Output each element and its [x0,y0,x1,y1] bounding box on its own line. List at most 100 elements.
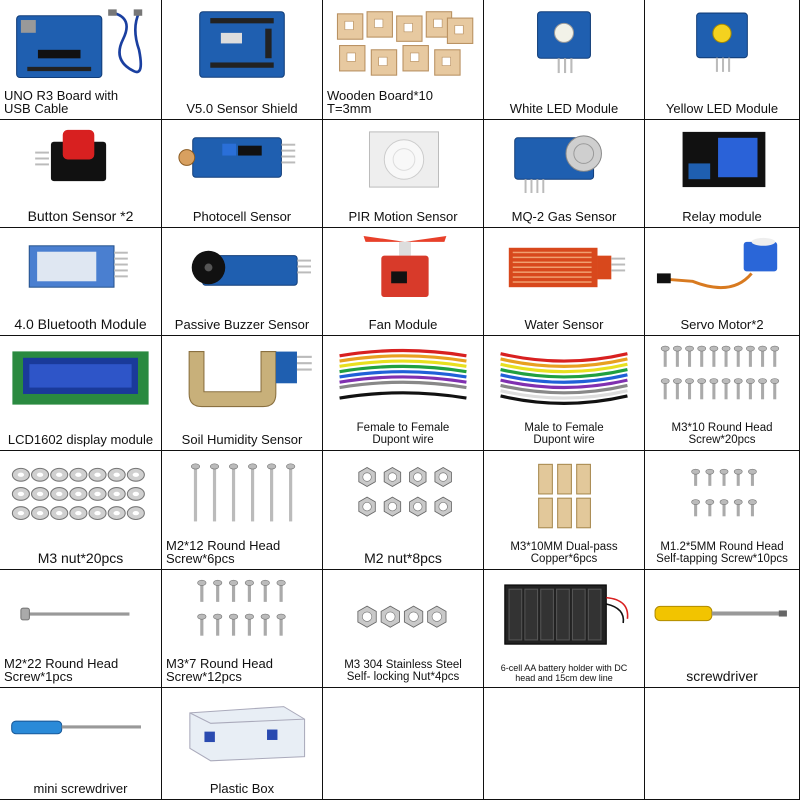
product-label: M2 nut*8pcs [364,550,442,566]
product-cell-ff-wire: Female to Female Dupont wire [323,336,484,451]
product-cell-servo: Servo Motor*2 [645,228,800,336]
product-cell-sensor-shield: V5.0 Sensor Shield [162,0,323,120]
product-label: M3 304 Stainless Steel Self- locking Nut… [344,659,462,683]
mf-wire-icon [490,340,638,416]
gas-sensor-icon [490,124,638,193]
product-label: UNO R3 Board with USB Cable [4,88,119,116]
empty-cell [323,688,484,800]
screwdriver-icon [651,574,793,653]
product-label: White LED Module [509,101,619,116]
mini-screwdriver-icon [6,692,155,765]
button-sensor-icon [6,124,155,193]
product-cell-bluetooth-module: 4.0 Bluetooth Module [0,228,162,336]
product-cell-m2-long-screw: M2*22 Round Head Screw*1pcs [0,570,162,688]
ff-wire-icon [329,340,477,416]
product-cell-fan-module: Fan Module [323,228,484,336]
product-cell-soil-sensor: Soil Humidity Sensor [162,336,323,451]
wooden-board-icon [329,4,477,85]
soil-sensor-icon [168,340,316,416]
product-label: Passive Buzzer Sensor [174,317,310,332]
product-cell-relay: Relay module [645,120,800,228]
pir-sensor-icon [329,124,477,193]
product-label: PIR Motion Sensor [348,209,458,224]
product-cell-lock-nut: M3 304 Stainless Steel Self- locking Nut… [323,570,484,688]
product-label: Photocell Sensor [192,209,292,224]
product-label: Button Sensor *2 [27,208,134,224]
m2-screw-icon [168,455,316,535]
product-cell-buzzer: Passive Buzzer Sensor [162,228,323,336]
sensor-shield-icon [168,4,316,85]
tapping-screw-icon [651,455,793,535]
buzzer-icon [168,232,316,301]
fan-module-icon [329,232,477,301]
product-label: Servo Motor*2 [680,317,764,332]
empty-cell [645,688,800,800]
uno-board-icon [6,4,155,85]
product-label: 4.0 Bluetooth Module [14,316,147,332]
product-cell-screwdriver: screwdriver [645,570,800,688]
photocell-icon [168,124,316,193]
product-label: MQ-2 Gas Sensor [511,209,617,224]
yellow-led-icon [651,4,793,85]
product-label: M3*10MM Dual-pass Copper*6pcs [510,541,618,565]
product-label: M2*22 Round Head Screw*1pcs [4,656,119,684]
product-cell-m3-screw: M3*10 Round Head Screw*20pcs [645,336,800,451]
product-label: Relay module [682,209,762,224]
empty-cell [484,688,645,800]
product-label: M3*10 Round Head Screw*20pcs [671,422,773,446]
product-cell-copper-pillar: M3*10MM Dual-pass Copper*6pcs [484,451,645,570]
product-cell-mf-wire: Male to Female Dupont wire [484,336,645,451]
m3-short-screw-icon [168,574,316,653]
product-cell-white-led: White LED Module [484,0,645,120]
product-cell-gas-sensor: MQ-2 Gas Sensor [484,120,645,228]
product-cell-m2-screw: M2*12 Round Head Screw*6pcs [162,451,323,570]
product-label: Female to Female Dupont wire [356,422,450,446]
product-cell-battery-holder: 6-cell AA battery holder with DC head an… [484,570,645,688]
product-label: LCD1602 display module [7,432,154,447]
product-label: Yellow LED Module [665,101,779,116]
product-cell-pir-sensor: PIR Motion Sensor [323,120,484,228]
product-cell-uno-board: UNO R3 Board with USB Cable [0,0,162,120]
battery-holder-icon [490,574,638,653]
product-cell-photocell: Photocell Sensor [162,120,323,228]
bluetooth-module-icon [6,232,155,301]
product-label: Soil Humidity Sensor [181,432,303,447]
product-cell-m3-nut: M3 nut*20pcs [0,451,162,570]
lcd-icon [6,340,155,416]
m2-long-screw-icon [6,574,155,653]
product-label: Male to Female Dupont wire [524,422,604,446]
product-label: 6-cell AA battery holder with DC head an… [500,663,628,683]
product-label: Fan Module [368,317,438,332]
product-label: M2*12 Round Head Screw*6pcs [166,538,281,566]
product-cell-m3-short-screw: M3*7 Round Head Screw*12pcs [162,570,323,688]
product-label: M3 nut*20pcs [37,550,124,566]
product-label: M1.2*5MM Round Head Self-tapping Screw*1… [656,541,788,565]
product-cell-m2-nut: M2 nut*8pcs [323,451,484,570]
product-cell-yellow-led: Yellow LED Module [645,0,800,120]
product-label: screwdriver [686,668,758,684]
product-label: Water Sensor [524,317,604,332]
product-cell-mini-screwdriver: mini screwdriver [0,688,162,800]
water-sensor-icon [490,232,638,301]
product-cell-button-sensor: Button Sensor *2 [0,120,162,228]
product-cell-tapping-screw: M1.2*5MM Round Head Self-tapping Screw*1… [645,451,800,570]
lock-nut-icon [329,574,477,653]
product-cell-lcd: LCD1602 display module [0,336,162,451]
plastic-box-icon [168,692,316,765]
relay-icon [651,124,793,193]
product-label: Wooden Board*10 T=3mm [327,88,434,116]
product-label: Plastic Box [209,781,275,796]
white-led-icon [490,4,638,85]
product-label: M3*7 Round Head Screw*12pcs [166,656,273,684]
m3-nut-icon [6,455,155,535]
m2-nut-icon [329,455,477,535]
product-cell-water-sensor: Water Sensor [484,228,645,336]
copper-pillar-icon [490,455,638,535]
product-label: V5.0 Sensor Shield [186,101,298,116]
product-cell-plastic-box: Plastic Box [162,688,323,800]
m3-screw-icon [651,340,793,416]
servo-icon [651,232,793,301]
product-cell-wooden-board: Wooden Board*10 T=3mm [323,0,484,120]
product-label: mini screwdriver [33,781,128,796]
